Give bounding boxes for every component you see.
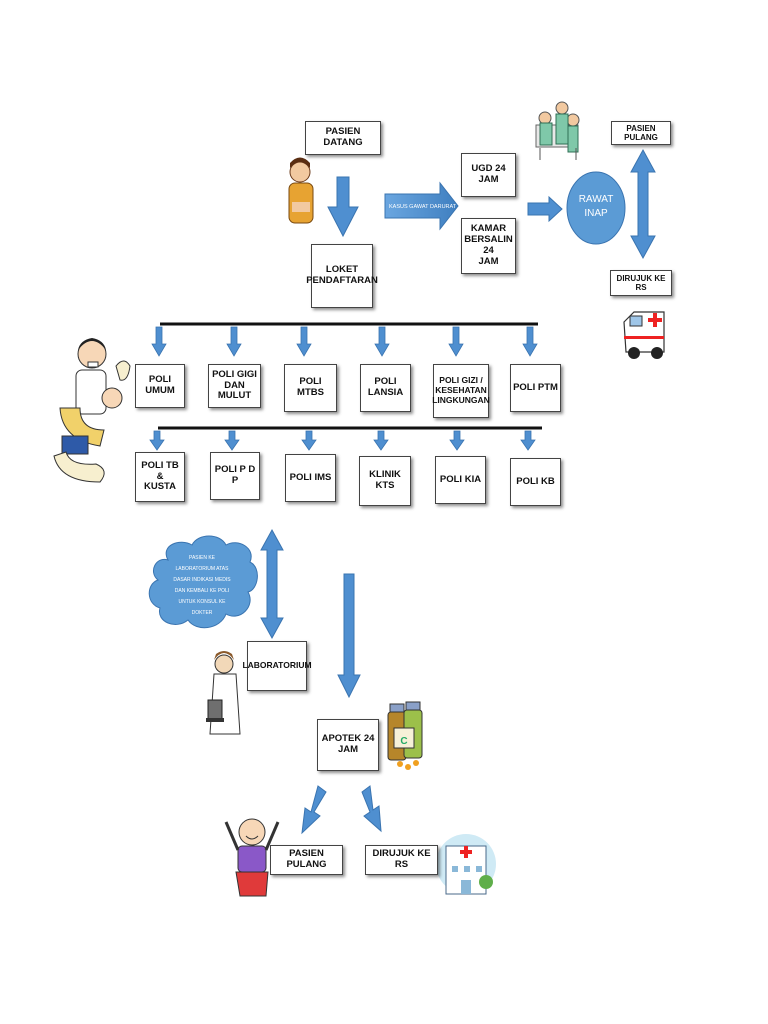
arrow-ugd-to-rawat-inap [527,195,563,223]
poli-gigi-box: POLI GIGI DAN MULUT [208,364,261,408]
apotek-box: APOTEK 24 JAM [317,719,379,771]
poli-tb-kusta-box: POLI TB & KUSTA [135,452,185,502]
svg-text:DOKTER: DOKTER [192,610,213,616]
klinik-kts-box: KLINIK KTS [359,456,411,506]
poli-ptm-box: POLI PTM [510,364,561,412]
rawat-inap-label-2: INAP [584,208,608,219]
arrow-to-apotek [337,573,361,699]
happy-patient-icon [224,818,280,897]
ugd-box: UGD 24 JAM [461,153,516,197]
poli-gizi-box: POLI GIZI / KESEHATAN LINGKUNGAN [432,364,490,418]
poli-lansia-box: POLI LANSIA [360,364,411,412]
poli-ims-box: POLI IMS [285,454,336,502]
poli-kia-box: POLI KIA [435,456,486,504]
kamar-bersalin-box: KAMAR BERSALIN 24 JAM [461,218,516,274]
pasien-pulang-top-box: PASIEN PULANG [611,121,671,145]
arrow-datang-to-loket [327,176,359,238]
loket-pendaftaran-box: LOKET PENDAFTARAN [306,244,378,308]
poli-kb-box: POLI KB [510,458,561,506]
svg-text:LABORATORIUM ATAS: LABORATORIUM ATAS [176,566,230,572]
svg-text:PASIEN KE: PASIEN KE [189,555,216,561]
row2-arrows [149,430,536,451]
vitamin-bottles-icon: C [387,701,423,770]
laboratorium-box: LABORATORIUM [242,641,312,691]
dentist-icon [53,338,131,483]
rawat-inap-circle [566,171,626,245]
svg-text:DAN KEMBALI KE POLI: DAN KEMBALI KE POLI [175,588,229,594]
poli-mtbs-box: POLI MTBS [284,364,337,412]
poli-pdp-box: POLI P D P [210,452,260,500]
hospital-icon [436,834,496,895]
dirujuk-bottom-box: DIRUJUK KE RS [365,845,438,875]
arrow-kasus-gawat-darurat [384,181,459,231]
poli-umum-box: POLI UMUM [135,364,185,408]
patient-icon [288,157,314,224]
arrow-poli-laboratorium [260,528,284,640]
medical-team-icon [535,101,580,160]
ambulance-icon [623,311,665,359]
svg-text:DASAR INDIKASI MEDIS: DASAR INDIKASI MEDIS [173,577,231,583]
dirujuk-top-box: DIRUJUK KE RS [610,270,672,296]
arrow-apotek-to-dirujuk [361,785,382,833]
svg-text:C: C [400,736,407,747]
arrow-rawat-inap-pulang-dirujuk [630,148,656,260]
kasus-gawat-darurat-label: KASUS GAWAT DARURAT [389,204,457,210]
row1-arrows [151,326,538,357]
pasien-pulang-bottom-box: PASIEN PULANG [270,845,343,875]
cloud-text: PASIEN KE LABORATORIUM ATAS DASAR INDIKA… [173,555,231,616]
lab-scientist-icon [206,651,241,735]
svg-text:UNTUK KONSUL KE: UNTUK KONSUL KE [178,599,226,605]
rawat-inap-label-1: RAWAT [579,194,614,205]
pasien-datang-box: PASIEN DATANG [305,121,381,155]
arrow-apotek-to-pulang [301,785,327,835]
info-cloud [148,535,258,629]
